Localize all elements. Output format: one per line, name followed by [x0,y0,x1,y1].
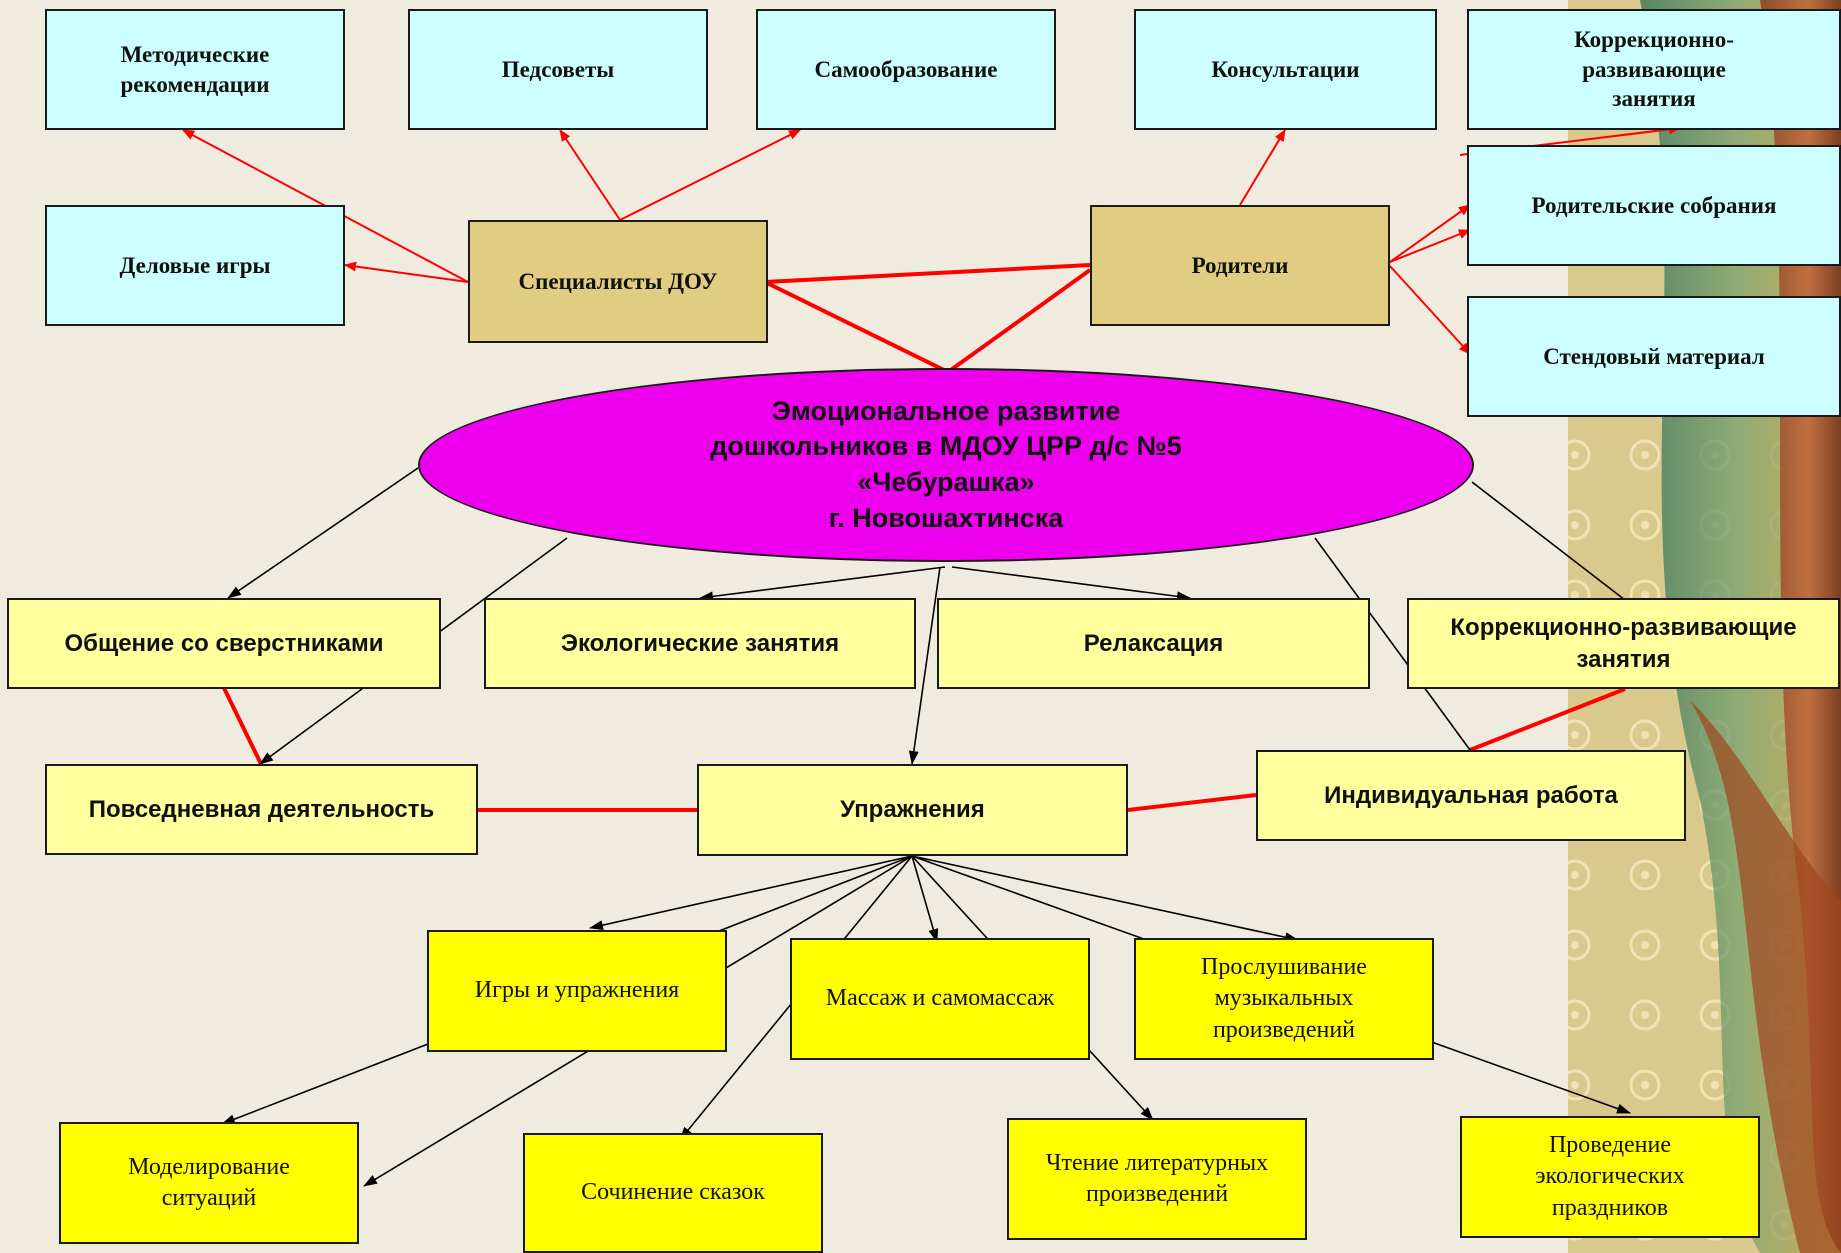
line-rod-sobr1 [1389,204,1471,263]
box-korr-top: Коррекционно- развивающие занятия [1467,9,1841,130]
box-roditelskie-sobraniya: Родительские собрания [1467,145,1841,266]
box-delovye-igry: Деловые игры [45,205,345,326]
line-rod-konsult [1239,129,1286,206]
box-samoobrazovanie: Самообразование [756,9,1056,130]
box-metod-rekomendacii: Методические рекомендации [45,9,345,130]
box-pedsovety: Педсоветы [408,9,708,130]
line-spec-samoobr [619,129,801,221]
line-spec-pedsovety [559,129,621,221]
box-uprazhneniya: Упражнения [697,764,1128,856]
line-spec-delovye [344,261,469,283]
line-rod-sobr2 [1389,229,1471,263]
box-relaksaciya: Релаксация [937,598,1370,689]
box-modelirovanie: Моделирование ситуаций [59,1122,359,1244]
box-chtenie: Чтение литературных произведений [1007,1118,1307,1240]
line-spec-center [764,280,949,374]
box-individualnaya-rabota: Индивидуальная работа [1256,750,1686,841]
line-upr-igry [589,855,913,931]
box-ekologicheskie-zanyatiya: Экологические занятия [484,598,916,689]
center-ellipse: Эмоциональное развитие дошкольников в МД… [418,368,1474,562]
box-roditeli: Родители [1090,205,1390,326]
line-spec-rod [764,263,1091,284]
line-individ-korr [1469,687,1626,752]
line-upr-massazh [911,855,939,943]
box-sochinenie-skazok: Сочинение сказок [523,1133,823,1253]
line-uprazhn-individ [1127,793,1257,812]
line-center-korr [1471,481,1626,601]
line-center-uprazhn [908,566,941,765]
box-ekologicheskie-prazdniki: Проведение экологических праздников [1460,1116,1760,1238]
box-stendovyi-material: Стендовый материал [1467,296,1841,417]
box-povsednevnaya: Повседневная деятельность [45,764,478,855]
line-center-ekolog [699,566,946,602]
line-upr-muz [911,855,1299,943]
line-rod-stend [1389,265,1471,355]
box-specialisty-dou: Специалисты ДОУ [468,220,768,343]
line-rod-center [946,268,1092,374]
line-center-individ [1314,537,1471,751]
box-igry-uprazhneniya: Игры и упражнения [427,930,727,1052]
box-korr-mid: Коррекционно-развивающие занятия [1407,598,1840,689]
line-center-relax [951,566,1191,602]
box-massazh: Массаж и самомассаж [790,938,1090,1060]
box-muzyka: Прослушивание музыкальных произведений [1134,938,1434,1060]
line-center-obsch [227,467,419,599]
line-obsch-povsedn [222,687,264,767]
box-konsultacii: Консультации [1134,9,1437,130]
box-obschenie: Общение со сверстниками [7,598,441,689]
